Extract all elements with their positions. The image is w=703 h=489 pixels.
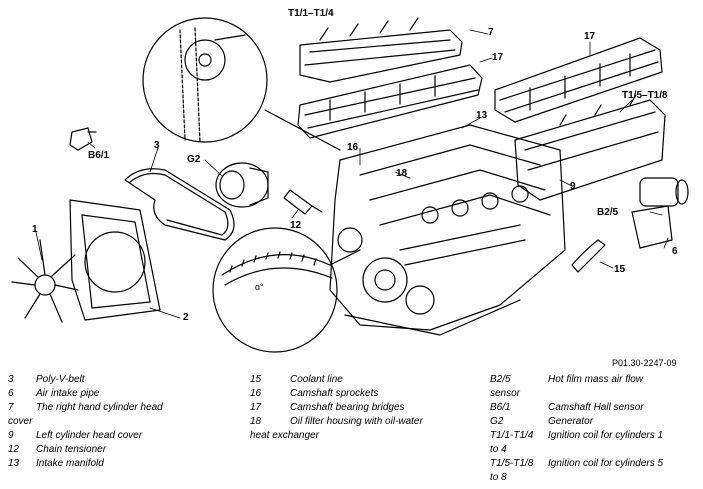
legend-item: B6/1 Camshaft Hall sensor	[490, 401, 700, 415]
legend-item: 15 Coolant line	[250, 373, 485, 387]
callout-12: 12	[290, 220, 302, 231]
engine-block-icon	[329, 124, 566, 336]
legend-text: Camshaft bearing bridges	[290, 402, 405, 413]
callout-17-top: 17	[584, 31, 596, 42]
legend-num: 7	[8, 402, 14, 413]
callout-17-mid: 17	[492, 52, 504, 63]
poly-v-belt-icon	[124, 168, 235, 241]
legend-item: 12 Chain tensioner	[8, 443, 243, 457]
air-mass-sensor-icon	[631, 177, 689, 249]
legend-item: 3 Poly-V-belt	[8, 373, 243, 387]
callout-t1-1-t1-4: T1/1–T1/4	[288, 8, 334, 19]
legend-num: 13	[8, 458, 20, 469]
coolant-line-icon	[571, 239, 606, 273]
legend-column-1: 3 Poly-V-belt 6 Air intake pipe 7 The right…	[8, 373, 243, 471]
callout-16: 16	[347, 142, 359, 153]
legend-num: 16	[250, 388, 262, 399]
camshaft-hall-sensor-icon	[69, 127, 97, 151]
legend-text: Camshaft Hall sensor	[548, 402, 644, 413]
callout-9: 9	[570, 181, 576, 192]
callout-18: 18	[396, 168, 408, 179]
legend-item: 7 The right hand cylinder head	[8, 401, 243, 415]
legend-text: Camshaft sprockets	[290, 388, 379, 399]
legend-text: Chain tensioner	[36, 444, 107, 455]
legend-num: 3	[8, 374, 14, 385]
callout-g2: G2	[187, 154, 201, 165]
legend-num: T1/1-T1/4	[490, 430, 534, 441]
legend-num: 18	[250, 416, 262, 427]
timing-chain-detail-icon	[142, 17, 341, 151]
cooling-fan-icon	[11, 239, 79, 323]
chain-tensioner-icon	[283, 189, 323, 215]
legend-column-2: 15 Coolant line 16 Camshaft sprockets 17 Ca…	[250, 373, 485, 443]
generator-icon	[215, 162, 269, 208]
callout-15: 15	[614, 264, 626, 275]
legend-num: B6/1	[490, 402, 511, 413]
callout-13: 13	[476, 110, 488, 121]
callout-6: 6	[672, 246, 678, 257]
legend-text-continued: to 4	[490, 444, 507, 455]
legend-text: The right hand cylinder head	[36, 402, 163, 413]
legend-text-continued: heat exchanger	[250, 430, 319, 441]
legend-text: Air intake pipe	[36, 388, 100, 399]
fan-shroud-icon	[69, 199, 161, 321]
legend-text-continued: cover	[8, 416, 33, 427]
legend-text-continued: to 8	[490, 472, 507, 483]
callout-7: 7	[488, 27, 494, 38]
legend-num: 12	[8, 444, 20, 455]
legend-item: T1/1-T1/4 Ignition coil for cylinders 1	[490, 429, 700, 443]
legend-text: Ignition coil for cylinders 1	[548, 430, 664, 441]
callout-b2-5: B2/5	[597, 207, 619, 218]
timing-mark-detail-icon	[212, 227, 361, 353]
legend-item: 9 Left cylinder head cover	[8, 429, 243, 443]
timing-mark-label: ɑ°	[255, 282, 264, 292]
callout-t1-5-t1-8: T1/5–T1/8	[622, 90, 668, 101]
legend-text: Oil filter housing with oil-water	[290, 416, 423, 427]
legend-item: G2 Generator	[490, 415, 700, 429]
legend-text-continued: sensor	[490, 388, 521, 399]
camshaft-bridge-right-icon	[297, 64, 483, 139]
ignition-coil-strip-right-icon	[299, 17, 463, 83]
callout-2: 2	[183, 312, 189, 323]
engine-exploded-diagram	[11, 17, 689, 353]
legend-text: Generator	[548, 416, 594, 427]
legend-num: 17	[250, 402, 262, 413]
legend-num: G2	[490, 416, 504, 427]
legend-num: 15	[250, 374, 262, 385]
legend-text: Coolant line	[290, 374, 343, 385]
legend-item: T1/5-T1/8 Ignition coil for cylinders 5	[490, 457, 700, 471]
legend-column-3: B2/5 Hot film mass air flow sensor B6/1 Ca…	[490, 373, 700, 485]
camshaft-bridge-left-icon	[494, 37, 663, 123]
legend-item: 16 Camshaft sprockets	[250, 387, 485, 401]
legend-num: B2/5	[490, 374, 511, 385]
legend-num: T1/5-T1/8	[490, 458, 534, 469]
figure-reference: P01.30-2247-09	[612, 358, 677, 368]
callout-3: 3	[154, 140, 160, 151]
callout-b6-1: B6/1	[88, 150, 110, 161]
legend-item: B2/5 Hot film mass air flow	[490, 373, 700, 387]
legend-text: Left cylinder head cover	[36, 430, 143, 441]
callout-1: 1	[32, 224, 38, 235]
legend-num: 6	[8, 388, 14, 399]
legend-num: 9	[8, 430, 14, 441]
legend-item: 18 Oil filter housing with oil-water	[250, 415, 485, 429]
cylinder-head-cover-left-icon	[514, 94, 666, 201]
legend-text: Ignition coil for cylinders 5	[548, 458, 664, 469]
legend-text: Hot film mass air flow	[548, 374, 644, 385]
legend-text: Intake manifold	[36, 458, 104, 469]
legend-item: 13 Intake manifold	[8, 457, 243, 471]
legend-item: 17 Camshaft bearing bridges	[250, 401, 485, 415]
legend-text: Poly-V-belt	[36, 374, 85, 385]
legend-item: 6 Air intake pipe	[8, 387, 243, 401]
